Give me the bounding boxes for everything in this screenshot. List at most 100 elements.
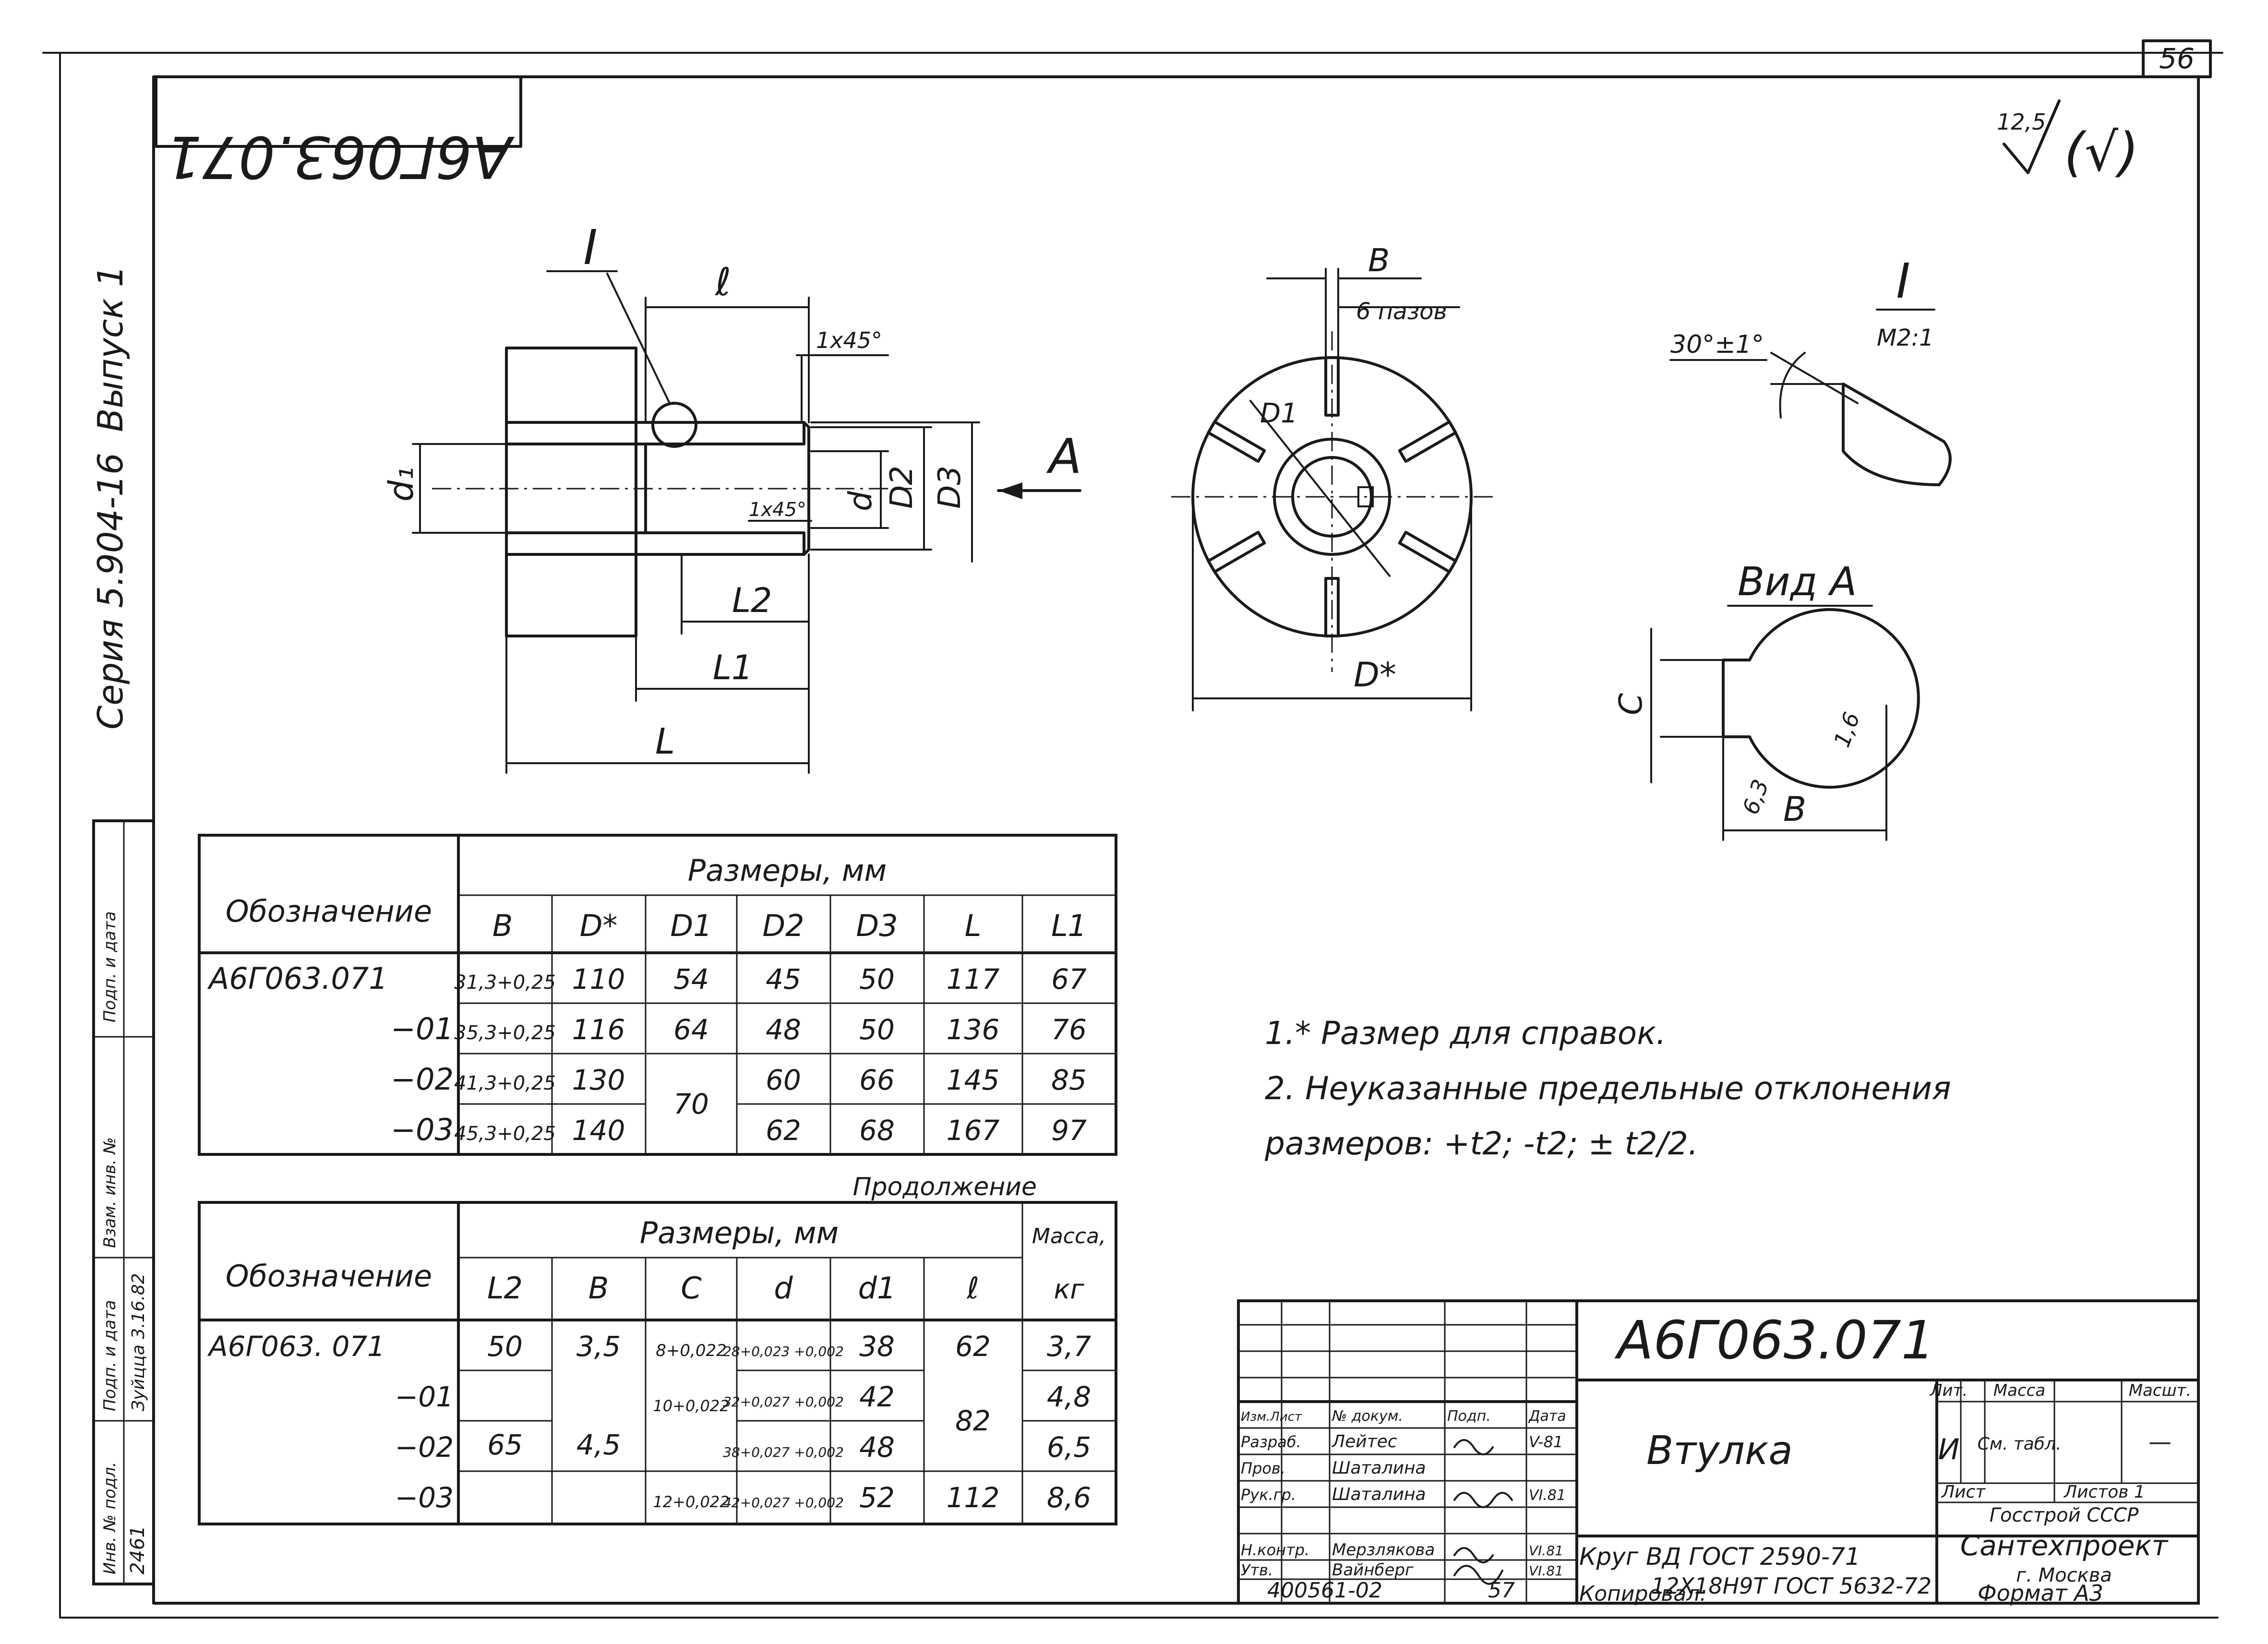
t1-cell: 145: [947, 1064, 1000, 1096]
sig-role: Рук.гр.: [1241, 1486, 1296, 1504]
t1-cell: 35,3+0,25: [454, 1022, 556, 1044]
dim-D3-label: D3: [932, 466, 968, 509]
t1-cell: 45: [766, 963, 801, 996]
stamp-cell: Подп. и дата: [100, 1300, 120, 1411]
table2: Размеры, мм Обозначение Масса, кг L2 B C…: [198, 1201, 1117, 1525]
t2-cell: 38: [859, 1330, 895, 1363]
dim-L-label: L: [655, 721, 675, 762]
t1-cell: 136: [947, 1013, 1000, 1046]
t2-cell: 28+0,023 +0,002: [723, 1344, 844, 1359]
chamfer-outer-label: 1x45°: [816, 327, 882, 353]
dim-d1-label: d₁: [382, 467, 421, 502]
title-mass-value: См. табл.: [1978, 1434, 2062, 1454]
title-sheet-label: Лист: [1941, 1482, 1986, 1502]
t1-cell: 167: [947, 1114, 1000, 1147]
sig-role: Утв.: [1241, 1561, 1273, 1579]
t2-col-header: C: [681, 1271, 702, 1306]
side-D1-label: D1: [1260, 398, 1298, 429]
t1-cell: 62: [766, 1114, 801, 1147]
t2-col-header: B: [588, 1271, 609, 1306]
t2-cell: −02: [395, 1431, 454, 1464]
signature-scribble: [1453, 1439, 1494, 1455]
t1-cell: 50: [859, 1013, 895, 1046]
title-org2: Сантехпроект: [1960, 1529, 2169, 1562]
detail-angle: 30°±1°: [1670, 330, 1764, 359]
roughness-paren: (√): [2064, 121, 2139, 183]
t1-cell: 70: [673, 1088, 709, 1120]
t1-cell: −01: [391, 1011, 454, 1046]
dim-d-label: d: [842, 491, 879, 511]
rotated-code-box: А6Г063.071: [155, 75, 522, 190]
roughness-value: 12,5: [1997, 109, 2046, 135]
t1-cell: 66: [859, 1064, 895, 1096]
sig-name: Шаталина: [1332, 1458, 1426, 1478]
sig-role: Изм.Лист: [1241, 1410, 1302, 1424]
sig-name: № докум.: [1331, 1408, 1403, 1425]
t1-cell: 54: [673, 963, 709, 996]
t2-cell: 8+0,022: [656, 1341, 726, 1360]
t1-cell: 50: [859, 963, 895, 996]
sig-date: VI.81: [1529, 1543, 1563, 1559]
t2-cell: 8,6: [1047, 1481, 1091, 1514]
dim-l-label: ℓ: [714, 260, 731, 304]
t2-col-header: ℓ: [966, 1271, 979, 1306]
title-code: А6Г063.071: [1614, 1309, 1934, 1371]
view-a-r63: 6,3: [1738, 776, 1774, 818]
format-label: Формат А3: [1978, 1580, 2103, 1606]
side-slots-label: 6 пазов: [1356, 298, 1447, 325]
t2-cell: 65: [487, 1428, 523, 1461]
dim-L1-label: L1: [713, 648, 753, 687]
t1-designation-header: Обозначение: [226, 894, 432, 929]
sidebar: Серия 5.904-16 Выпуск 1: [90, 265, 131, 730]
copied-label: Копировал:: [1579, 1582, 1707, 1606]
title-scale-value: —: [2148, 1428, 2172, 1455]
t2-cell: 3,7: [1047, 1330, 1091, 1363]
t1-cell: 41,3+0,25: [454, 1072, 556, 1094]
sig-name: Вайнберг: [1332, 1560, 1414, 1580]
sig-name: Лейтес: [1331, 1432, 1397, 1452]
t2-cell: 4,8: [1047, 1380, 1091, 1413]
bottom-code: 400561-02: [1267, 1578, 1382, 1603]
t1-col-header: D*: [580, 908, 618, 943]
signature-scribble: [1453, 1547, 1494, 1563]
note-line: размеров: +t2; -t2; ± t2/2.: [1264, 1125, 1698, 1162]
title-scale-header: Масшт.: [2129, 1381, 2192, 1400]
t2-col-header: d: [774, 1271, 793, 1306]
t1-cell: 116: [572, 1013, 625, 1046]
t2-cell: −01: [395, 1380, 454, 1413]
rotated-drawing-code: А6Г063.071: [165, 123, 515, 190]
stamp-cell: Взам. инв. №: [100, 1137, 120, 1248]
sig-role: Разраб.: [1241, 1433, 1301, 1451]
t1-cell: 45,3+0,25: [454, 1123, 556, 1145]
title-mass-header: Масса: [1993, 1381, 2045, 1400]
t2-mass-unit: кг: [1054, 1274, 1084, 1305]
t1-cell: А6Г063.071: [207, 961, 388, 996]
sig-date: VI.81: [1529, 1563, 1563, 1579]
t2-cell: 52: [859, 1481, 895, 1514]
title-org3: г. Москва: [2016, 1564, 2112, 1586]
note-line: 2. Неуказанные предельные отклонения: [1265, 1070, 1951, 1107]
t1-cell: 140: [572, 1114, 625, 1147]
detail-ref-label: I: [583, 219, 598, 276]
page-number: 56: [2159, 42, 2195, 75]
t1-group-header: Размеры, мм: [688, 853, 887, 888]
t1-cell: 110: [572, 963, 625, 996]
view-a-C: C: [1612, 693, 1649, 715]
t2-cell: 4,5: [576, 1428, 621, 1461]
t2-cell: 42+0,027 +0,002: [723, 1495, 844, 1511]
t1-cell: 31,3+0,25: [454, 972, 556, 994]
front-view: I ℓ 1x45° d₁ d D2 D3 1x45° A: [382, 219, 1081, 774]
title-org1: Госстрой СССР: [1990, 1504, 2139, 1526]
t2-cell: 112: [947, 1481, 1000, 1514]
t1-cell: 60: [766, 1064, 801, 1096]
sig-sign: Подп.: [1447, 1408, 1491, 1425]
t1-cell: −02: [391, 1062, 454, 1097]
t1-cell: 76: [1051, 1013, 1087, 1046]
left-stamp: Взам. инв. № Подп. и дата Инв. № подл. П…: [92, 819, 155, 1585]
t1-col-header: B: [492, 908, 513, 943]
t1-cell: 64: [673, 1013, 709, 1046]
t1-col-header: L: [965, 908, 982, 943]
sig-role: Н.контр.: [1241, 1541, 1309, 1559]
t2-cell: А6Г063. 071: [207, 1330, 385, 1363]
t1-col-header: D3: [856, 908, 898, 943]
